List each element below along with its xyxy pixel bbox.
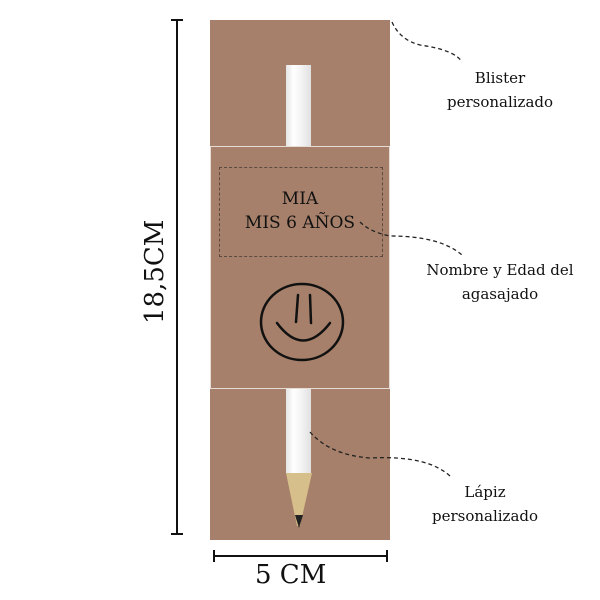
width-dimension-line — [213, 550, 388, 562]
name-label: Nombre y Edad del agasajado — [400, 258, 600, 306]
name-label-line-1: Nombre y Edad del — [426, 261, 574, 279]
name-callout — [359, 221, 463, 256]
name-label-line-2: agasajado — [461, 285, 539, 303]
blister-label-line-1: Blister — [474, 69, 526, 87]
blister-label-line-2: personalizado — [446, 93, 554, 111]
pencil-label: Lápiz personalizado — [410, 480, 560, 528]
blister-label: Blister personalizado — [425, 66, 575, 114]
pencil-callout — [309, 431, 453, 479]
pencil-label-line-1: Lápiz — [464, 483, 506, 501]
name-line-1: MIA — [281, 189, 319, 209]
width-label: 5 CM — [255, 560, 327, 590]
name-line-2: MIS 6 AÑOS — [244, 213, 356, 233]
height-dimension-line — [171, 19, 183, 535]
blister-callout — [391, 21, 463, 63]
sleeve-panel — [210, 146, 390, 389]
name-text: MIA MIS 6 AÑOS — [219, 187, 381, 235]
pencil-tip — [286, 473, 312, 528]
pencil-label-line-2: personalizado — [431, 507, 539, 525]
name-box — [219, 167, 383, 257]
smiley-face-icon — [259, 282, 345, 362]
